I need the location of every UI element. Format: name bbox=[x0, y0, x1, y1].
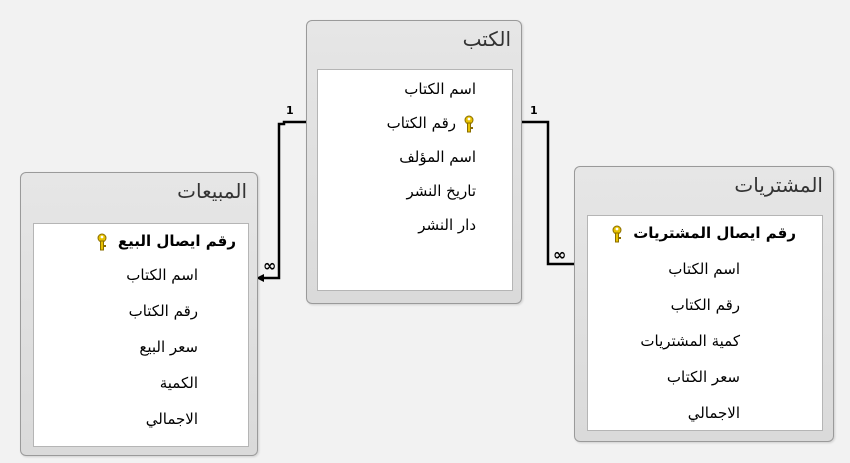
field-sales-5[interactable]: الاجمالي bbox=[145, 410, 198, 428]
table-title-purchases[interactable]: المشتريات bbox=[734, 173, 823, 197]
key-icon bbox=[610, 225, 624, 243]
field-books-2[interactable]: اسم المؤلف bbox=[399, 148, 476, 166]
field-list-books: اسم الكتاب رقم الكتاب اسم المؤلف تاريخ ا… bbox=[317, 69, 513, 291]
table-title-sales[interactable]: المبيعات bbox=[177, 179, 247, 203]
relationship-line-books-sales[interactable] bbox=[262, 120, 306, 280]
field-books-1[interactable]: رقم الكتاب bbox=[387, 114, 476, 133]
field-purchases-5[interactable]: الاجمالي bbox=[687, 404, 740, 422]
field-books-0[interactable]: اسم الكتاب bbox=[404, 80, 476, 98]
relationship-one-label-purchases: 1 bbox=[530, 104, 538, 117]
field-sales-2[interactable]: رقم الكتاب bbox=[128, 302, 198, 320]
relationship-many-label-sales: ∞ bbox=[263, 256, 277, 275]
relationship-arrowhead-sales bbox=[256, 274, 264, 282]
field-books-4[interactable]: دار النشر bbox=[418, 216, 476, 234]
table-books[interactable]: الكتب اسم الكتاب رقم الكتاب اسم المؤلف ت… bbox=[306, 20, 522, 304]
table-sales[interactable]: المبيعات رقم ايصال البيع اسم الكتاب رقم … bbox=[20, 172, 258, 456]
field-sales-0[interactable]: رقم ايصال البيع bbox=[95, 232, 236, 251]
field-list-purchases: رقم ايصال المشتريات اسم الكتاب رقم الكتا… bbox=[587, 215, 823, 431]
field-purchases-3[interactable]: كمية المشتريات bbox=[640, 332, 740, 350]
field-list-sales: رقم ايصال البيع اسم الكتاب رقم الكتاب سع… bbox=[33, 223, 249, 447]
field-books-3[interactable]: تاريخ النشر bbox=[406, 182, 476, 200]
field-sales-3[interactable]: سعر البيع bbox=[139, 338, 198, 356]
field-sales-1[interactable]: اسم الكتاب bbox=[126, 266, 198, 284]
field-purchases-2[interactable]: رقم الكتاب bbox=[670, 296, 740, 314]
field-purchases-0[interactable]: رقم ايصال المشتريات bbox=[610, 224, 796, 243]
relationship-many-label-purchases: ∞ bbox=[553, 245, 567, 264]
table-purchases[interactable]: المشتريات رقم ايصال المشتريات اسم الكتاب… bbox=[574, 166, 834, 442]
table-title-books[interactable]: الكتب bbox=[462, 27, 511, 51]
relationship-line-books-purchases[interactable] bbox=[515, 120, 574, 266]
relationship-one-label-sales: 1 bbox=[286, 104, 294, 117]
field-purchases-4[interactable]: سعر الكتاب bbox=[666, 368, 740, 386]
field-sales-4[interactable]: الكمية bbox=[159, 374, 198, 392]
key-icon bbox=[462, 115, 476, 133]
field-purchases-1[interactable]: اسم الكتاب bbox=[668, 260, 740, 278]
key-icon bbox=[95, 233, 109, 251]
